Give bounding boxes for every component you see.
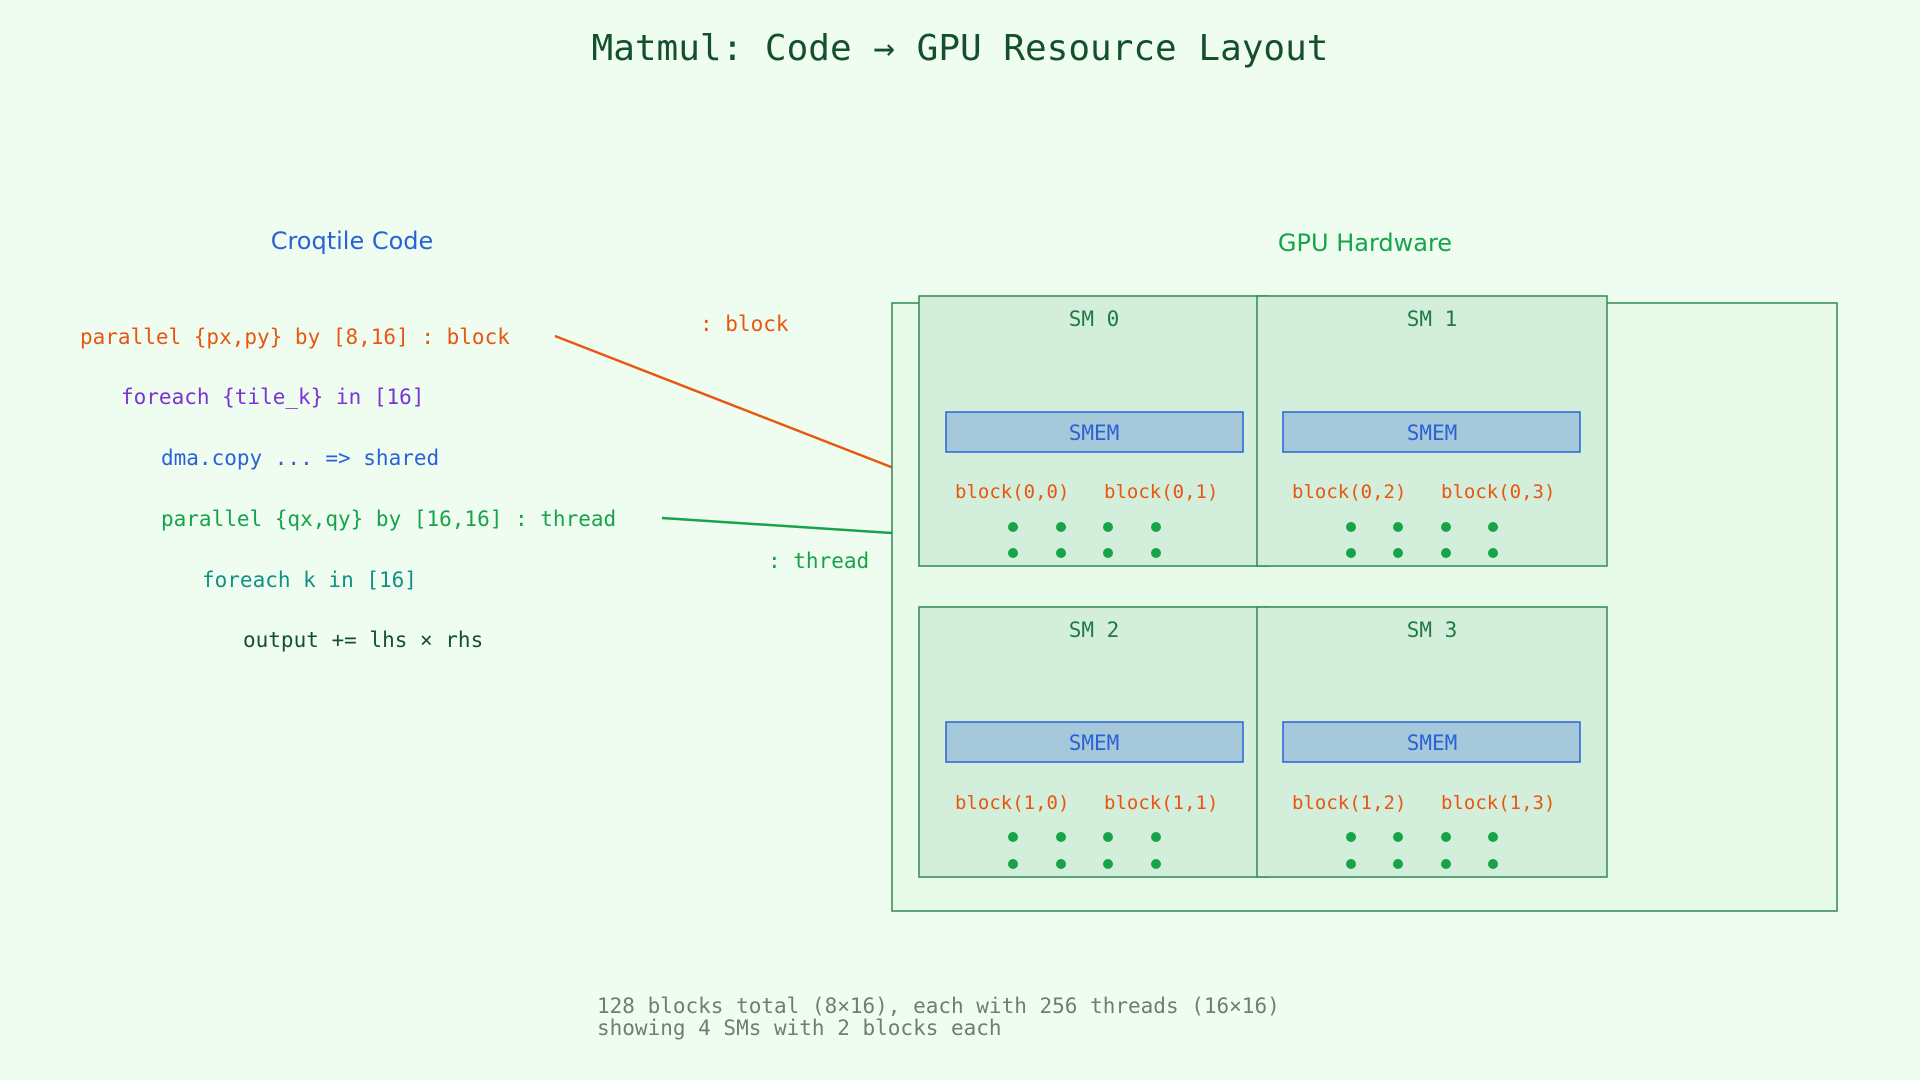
sm-3-block-b: block(1,3): [1441, 792, 1555, 814]
hardware-panel-heading: GPU Hardware: [1278, 229, 1452, 257]
sm-3-smem-label: SMEM: [1407, 731, 1458, 755]
thread-dot: [1056, 522, 1066, 532]
thread-dot: [1103, 548, 1113, 558]
thread-dot: [1488, 859, 1498, 869]
sm-1: SM 1 SMEM block(0,2) block(0,3): [1256, 295, 1608, 567]
sm-2: SM 2 SMEM block(1,0) block(1,1): [918, 606, 1270, 878]
sm-1-smem-label: SMEM: [1407, 421, 1458, 445]
thread-dot: [1393, 832, 1403, 842]
thread-dot: [1008, 859, 1018, 869]
thread-dot: [1441, 859, 1451, 869]
thread-dot: [1103, 832, 1113, 842]
code-panel: Croqtile Code parallel {px,py} by [8,16]…: [80, 227, 616, 652]
code-line-foreach-k: foreach k in [16]: [202, 568, 417, 592]
sm-1-thread-dots: [1346, 522, 1498, 558]
thread-dot: [1103, 522, 1113, 532]
thread-mapping-label: : thread: [768, 549, 869, 573]
page-title: Matmul: Code → GPU Resource Layout: [592, 28, 1329, 69]
sm-1-block-b: block(0,3): [1441, 481, 1555, 503]
sm-2-smem: [945, 721, 1244, 763]
thread-dot: [1346, 832, 1356, 842]
footer-summary: 128 blocks total (8×16), each with 256 t…: [597, 994, 1280, 1018]
thread-dot: [1151, 522, 1161, 532]
code-line-foreach-tile: foreach {tile_k} in [16]: [121, 385, 424, 409]
sm-2-label: SM 2: [1069, 618, 1120, 642]
footer-note: showing 4 SMs with 2 blocks each: [597, 1016, 1002, 1040]
thread-dot: [1056, 832, 1066, 842]
sm-2-thread-dots: [1008, 832, 1161, 869]
thread-dot: [1346, 548, 1356, 558]
thread-dot: [1151, 832, 1161, 842]
thread-dot: [1346, 522, 1356, 532]
thread-dot: [1393, 548, 1403, 558]
thread-dot: [1056, 548, 1066, 558]
thread-dot: [1056, 859, 1066, 869]
sm-3-thread-dots: [1346, 832, 1498, 869]
code-line-output: output += lhs × rhs: [243, 628, 483, 652]
sm-0-thread-dots: [1008, 522, 1161, 558]
thread-dot: [1393, 859, 1403, 869]
thread-dot: [1151, 548, 1161, 558]
code-panel-heading: Croqtile Code: [271, 227, 434, 255]
sm-3-block-a: block(1,2): [1292, 792, 1406, 814]
sm-1-smem: [1282, 411, 1581, 453]
block-mapping-label: : block: [700, 312, 789, 336]
code-line-parallel-block: parallel {px,py} by [8,16] : block: [80, 325, 510, 349]
sm-0-block-a: block(0,0): [955, 481, 1069, 503]
sm-2-smem-label: SMEM: [1069, 731, 1120, 755]
sm-2-block-b: block(1,1): [1104, 792, 1218, 814]
sm-1-label: SM 1: [1407, 307, 1458, 331]
sm-3-label: SM 3: [1407, 618, 1458, 642]
thread-dot: [1393, 522, 1403, 532]
block-mapping-arrow: [554, 334, 947, 490]
sm-0-label: SM 0: [1069, 307, 1120, 331]
sm-1-block-a: block(0,2): [1292, 481, 1406, 503]
thread-dot: [1441, 548, 1451, 558]
sm-0-smem-label: SMEM: [1069, 421, 1120, 445]
sm-0-smem: [945, 411, 1244, 453]
thread-dot: [1441, 522, 1451, 532]
code-line-dma-copy: dma.copy ... => shared: [161, 446, 439, 470]
sm-3-smem: [1282, 721, 1581, 763]
sm-2-block-a: block(1,0): [955, 792, 1069, 814]
sm-0: SM 0 SMEM block(0,0) block(0,1): [918, 295, 1270, 567]
thread-dot: [1008, 832, 1018, 842]
thread-dot: [1008, 522, 1018, 532]
thread-dot: [1441, 832, 1451, 842]
code-line-parallel-thread: parallel {qx,qy} by [16,16] : thread: [161, 507, 616, 531]
thread-dot: [1346, 859, 1356, 869]
thread-dot: [1008, 548, 1018, 558]
sm-3: SM 3 SMEM block(1,2) block(1,3): [1256, 606, 1608, 878]
thread-dot: [1488, 832, 1498, 842]
thread-dot: [1103, 859, 1113, 869]
thread-dot: [1488, 548, 1498, 558]
sm-0-block-b: block(0,1): [1104, 481, 1218, 503]
thread-dot: [1151, 859, 1161, 869]
thread-dot: [1488, 522, 1498, 532]
